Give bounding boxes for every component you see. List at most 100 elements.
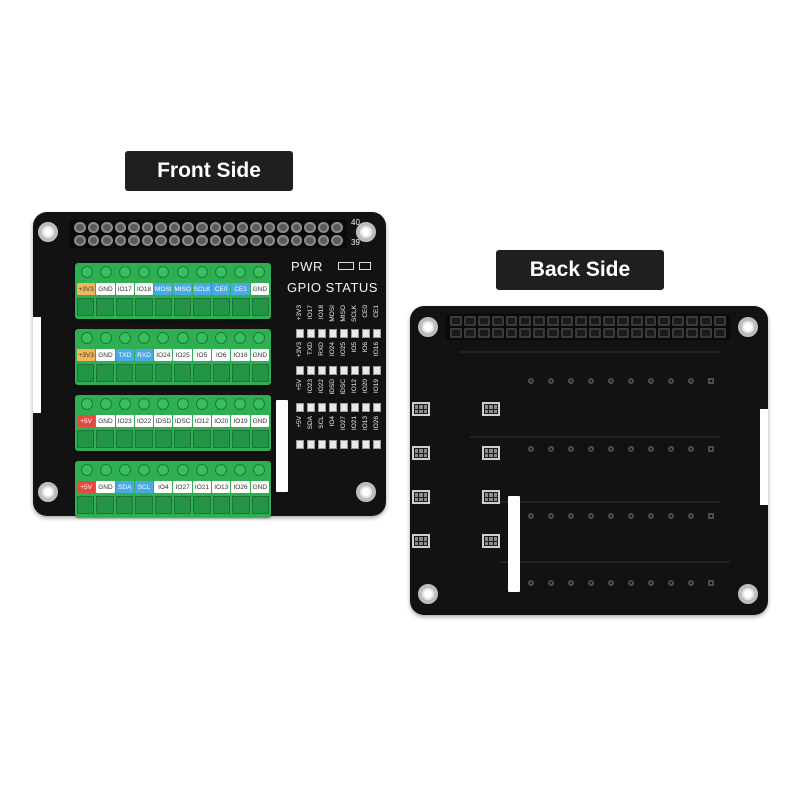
- header-pin: [263, 222, 276, 233]
- wire-slot: [193, 430, 211, 448]
- wire-slot: [173, 298, 192, 316]
- header-pin: [547, 316, 560, 326]
- back-board: [410, 306, 768, 615]
- wire-slot: [232, 430, 250, 448]
- status-led: [340, 403, 348, 412]
- status-led: [340, 440, 348, 449]
- pwr-label: PWR: [291, 259, 323, 274]
- terminal-screw: [157, 266, 170, 278]
- status-led: [318, 403, 326, 412]
- pin-label: GND: [250, 481, 269, 493]
- header-pin: [588, 328, 601, 338]
- pin-label: GND: [250, 349, 269, 361]
- status-led: [296, 366, 304, 375]
- status-label: IO19: [373, 379, 380, 394]
- header-number-40: 40: [351, 218, 360, 227]
- terminal-screw: [176, 266, 189, 278]
- wire-slot: [135, 298, 153, 316]
- status-label: IO5: [351, 342, 358, 353]
- header-pin: [533, 316, 546, 326]
- back-side-label: Back Side: [496, 250, 664, 290]
- header-pin: [672, 328, 685, 338]
- terminal-screw: [176, 398, 189, 410]
- header-pin: [101, 222, 113, 233]
- pin-label: GND: [250, 415, 269, 427]
- header-pin: [290, 222, 303, 233]
- front-side-label: Front Side: [125, 151, 293, 191]
- pin-label: MOSI: [154, 283, 173, 295]
- header-pin: [575, 316, 587, 326]
- pin-label: IO20: [212, 415, 231, 427]
- status-label: IO17: [307, 305, 314, 320]
- pin-label: GND: [96, 481, 115, 493]
- header-pin: [491, 328, 504, 338]
- pin-label: SDA: [115, 481, 134, 493]
- terminal-screw: [118, 398, 131, 410]
- header-pin: [155, 222, 167, 233]
- terminal-screw: [195, 266, 208, 278]
- header-pin: [575, 328, 587, 338]
- header-pin: [658, 316, 671, 326]
- pcb-trace: [480, 501, 720, 503]
- wire-slot: [135, 496, 153, 514]
- terminal-screw: [234, 464, 247, 476]
- status-led: [351, 440, 359, 449]
- terminal-screw: [80, 398, 93, 410]
- resistor-array: [412, 402, 430, 416]
- header-pin: [263, 235, 276, 246]
- pin-label: IDSD: [154, 415, 173, 427]
- pin-label: IO19: [231, 415, 250, 427]
- status-led: [351, 403, 359, 412]
- terminal-screw: [80, 464, 93, 476]
- status-label: IO21: [351, 416, 358, 431]
- wire-slot: [173, 430, 192, 448]
- wire-slot: [232, 364, 250, 382]
- status-led: [307, 403, 315, 412]
- status-led: [318, 366, 326, 375]
- header-pin: [223, 222, 235, 233]
- status-label: +3V3: [296, 305, 303, 321]
- status-led: [307, 366, 315, 375]
- terminal-screw: [80, 266, 93, 278]
- header-pin: [547, 328, 560, 338]
- status-label: SCL: [318, 416, 325, 429]
- status-label: RXD: [318, 342, 325, 356]
- pin-label: IO17: [115, 283, 134, 295]
- mount-hole: [738, 584, 758, 604]
- status-led: [296, 403, 304, 412]
- terminal-screw: [214, 464, 227, 476]
- resistor-array: [412, 490, 430, 504]
- wire-slot: [193, 298, 211, 316]
- header-pin: [223, 235, 235, 246]
- wire-slot: [96, 496, 114, 514]
- wire-slot: [193, 364, 211, 382]
- status-led: [329, 403, 337, 412]
- gpio-status-label: GPIO STATUS: [287, 280, 378, 295]
- header-pin: [128, 222, 140, 233]
- status-label: IO16: [373, 342, 380, 357]
- status-led: [307, 329, 315, 338]
- header-pin: [250, 235, 262, 246]
- header-pin: [505, 316, 518, 326]
- terminal-screw: [118, 332, 131, 344]
- header-pin: [87, 222, 100, 233]
- status-label: IO13: [362, 416, 369, 431]
- wire-slot: [96, 298, 114, 316]
- board-slot: [508, 496, 520, 592]
- terminal-screw: [234, 332, 247, 344]
- header-pin: [236, 222, 249, 233]
- header-pin: [209, 222, 222, 233]
- header-pin: [714, 328, 726, 338]
- wire-slot: [251, 298, 269, 316]
- pin-label: IO16: [231, 349, 250, 361]
- header-pin: [277, 235, 289, 246]
- status-label: IO23: [307, 379, 314, 394]
- status-led: [373, 403, 381, 412]
- wire-slot: [251, 496, 269, 514]
- status-label: IO22: [318, 379, 325, 394]
- wire-slot: [135, 430, 153, 448]
- header-pin: [182, 222, 194, 233]
- wire-slot: [135, 364, 153, 382]
- header-pin: [141, 222, 154, 233]
